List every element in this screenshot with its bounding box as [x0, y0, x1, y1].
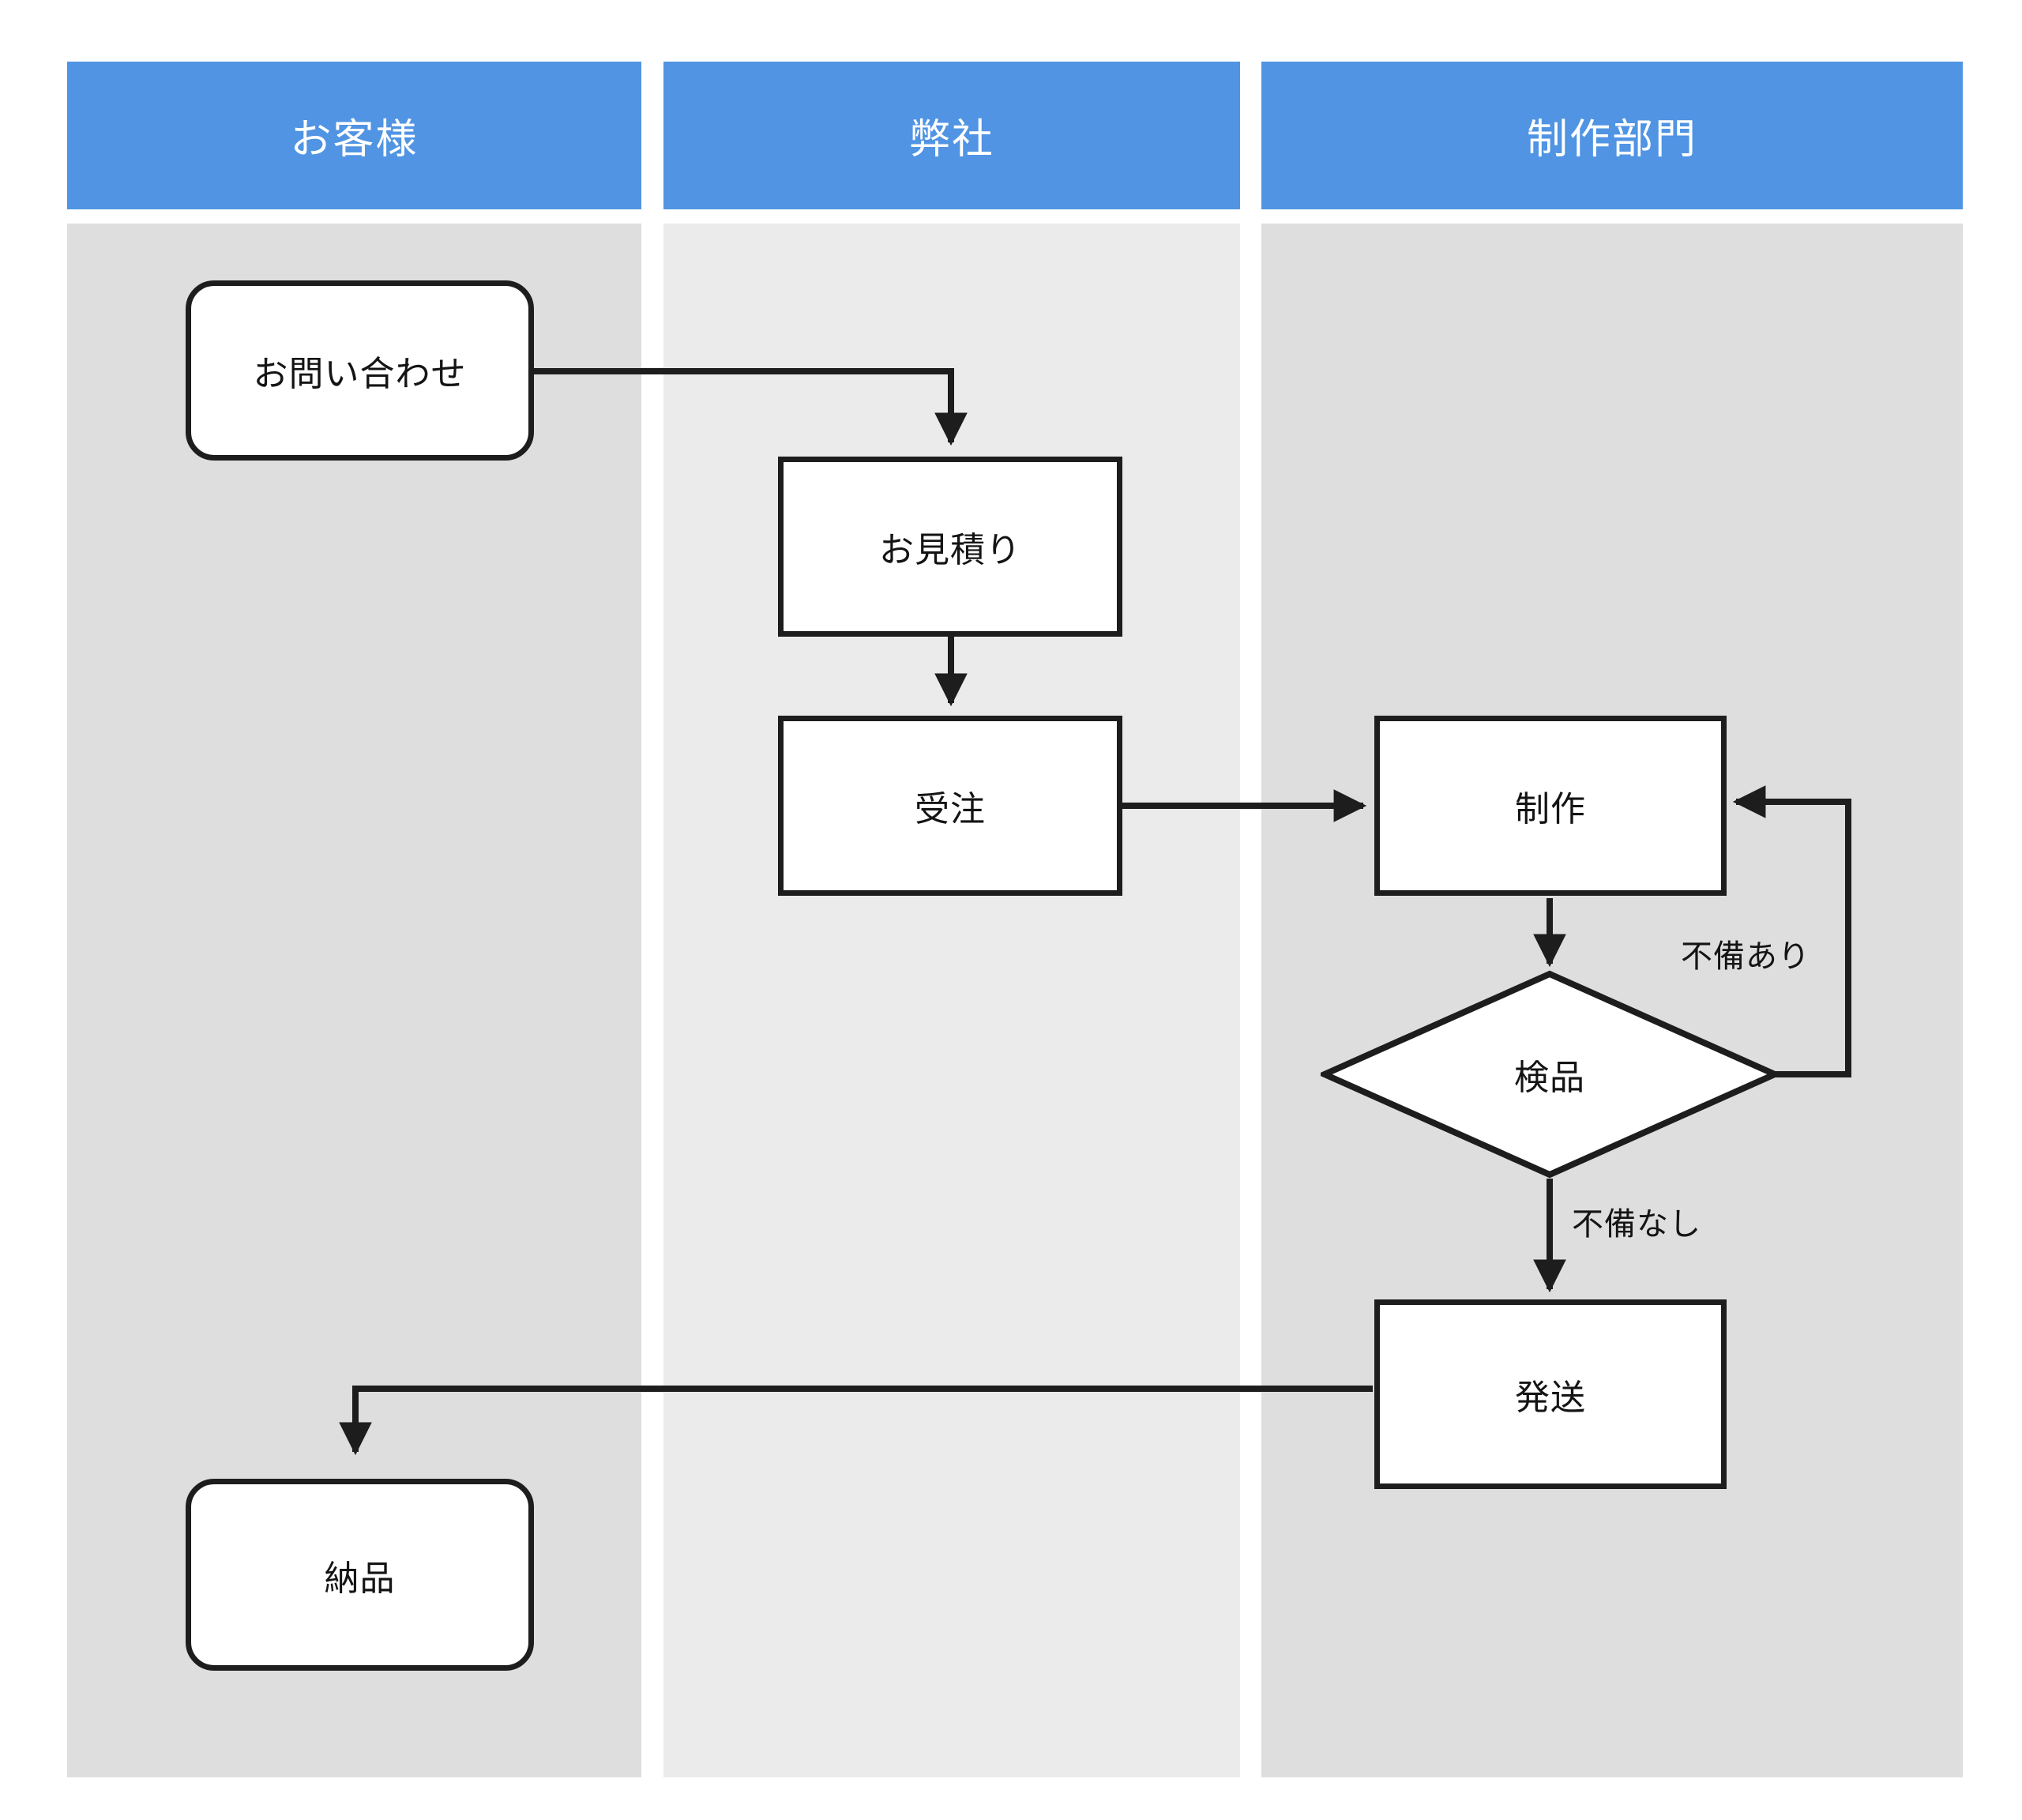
node-order-label: 受注	[915, 790, 986, 829]
node-inquiry-label: お問い合わせ	[253, 355, 467, 393]
lane-header-customer-label: お客様	[290, 117, 419, 163]
node-quote[interactable]: お見積り	[778, 457, 1122, 637]
node-delivery-label: 納品	[324, 1559, 396, 1598]
node-order[interactable]: 受注	[778, 716, 1122, 896]
node-shipping[interactable]: 発送	[1374, 1299, 1727, 1489]
node-quote-label: お見積り	[879, 531, 1021, 570]
node-inspection[interactable]: 検品	[1321, 970, 1779, 1179]
node-delivery[interactable]: 納品	[186, 1479, 534, 1671]
edge-label-defect-yes: 不備あり	[1681, 939, 1810, 974]
diamond-shape	[1321, 970, 1779, 1179]
node-produce-label: 制作	[1515, 790, 1586, 829]
lane-header-customer: お客様	[67, 62, 641, 209]
node-inquiry[interactable]: お問い合わせ	[186, 280, 534, 461]
edge-label-defect-no: 不備なし	[1572, 1207, 1701, 1242]
node-inspection-label: 検品	[1514, 1059, 1585, 1097]
lane-header-company-label: 弊社	[908, 117, 994, 163]
lane-header-company: 弊社	[663, 62, 1240, 209]
node-produce[interactable]: 制作	[1374, 716, 1727, 896]
lane-header-production-label: 制作部門	[1526, 117, 1697, 163]
lane-header-production: 制作部門	[1261, 62, 1963, 209]
node-shipping-label: 発送	[1515, 1378, 1586, 1417]
